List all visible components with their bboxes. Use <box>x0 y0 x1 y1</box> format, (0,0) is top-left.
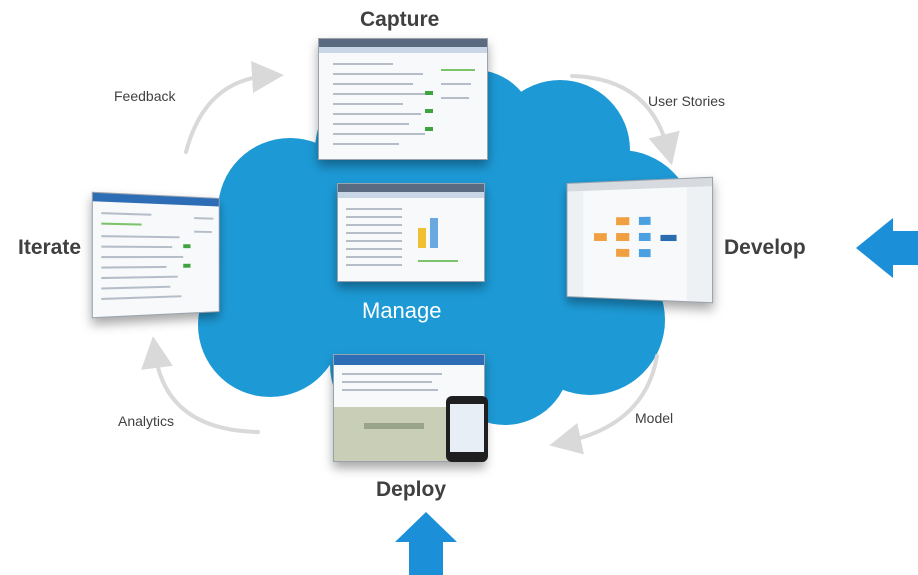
stage-deploy-label: Deploy <box>376 478 447 501</box>
stage-manage-label: Manage <box>362 298 442 323</box>
stage-capture-label: Capture <box>360 8 440 31</box>
user-stories-label: User Stories <box>648 93 726 109</box>
user-stories-arrow <box>570 74 680 166</box>
model-label: Model <box>635 410 674 426</box>
analytics-label: Analytics <box>118 413 175 429</box>
analytics-arrow <box>141 336 260 434</box>
manage-screenshot <box>337 183 485 282</box>
stage-iterate-label: Iterate <box>18 236 82 259</box>
arrow-left-icon <box>856 218 918 278</box>
feedback-arrow <box>184 61 284 154</box>
feedback-label: Feedback <box>114 88 176 104</box>
capture-screenshot <box>318 38 488 160</box>
develop-screenshot <box>566 176 714 304</box>
model-arrow <box>549 354 659 455</box>
arrow-up-icon <box>395 512 457 575</box>
deploy-phone <box>446 396 488 462</box>
stage-develop-label: Develop <box>724 236 806 259</box>
iterate-screenshot <box>91 191 220 319</box>
